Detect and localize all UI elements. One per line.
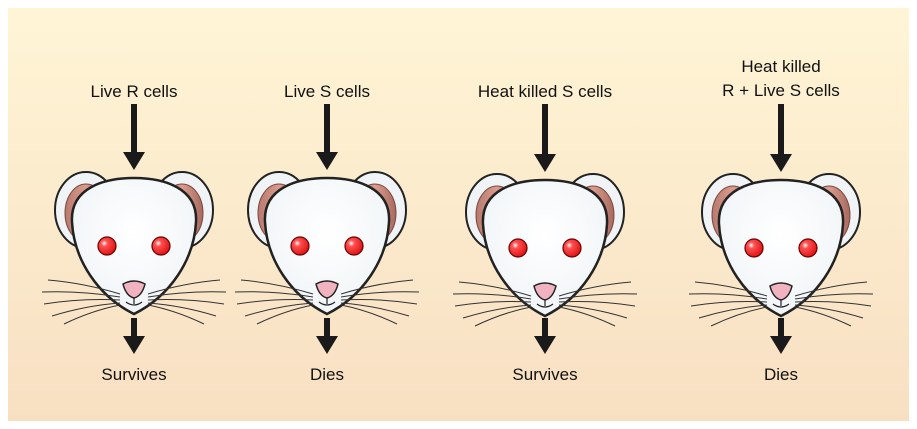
input-label: Heat killed S cells [478,82,612,101]
left-eye [291,237,309,255]
left-eye [509,239,527,257]
right-eye [345,237,363,255]
right-eye [152,237,170,255]
outcome-label: Survives [512,365,577,384]
input-label: Live S cells [284,82,370,101]
outcome-label: Survives [101,365,166,384]
left-eye [98,237,116,255]
input-label: Live R cells [91,82,178,101]
outcome-label: Dies [764,365,798,384]
left-eye [745,239,763,257]
input-label: Heat killed [741,57,820,76]
outcome-label: Dies [310,365,344,384]
input-label: R + Live S cells [722,81,840,100]
right-eye [563,239,581,257]
right-eye [799,239,817,257]
